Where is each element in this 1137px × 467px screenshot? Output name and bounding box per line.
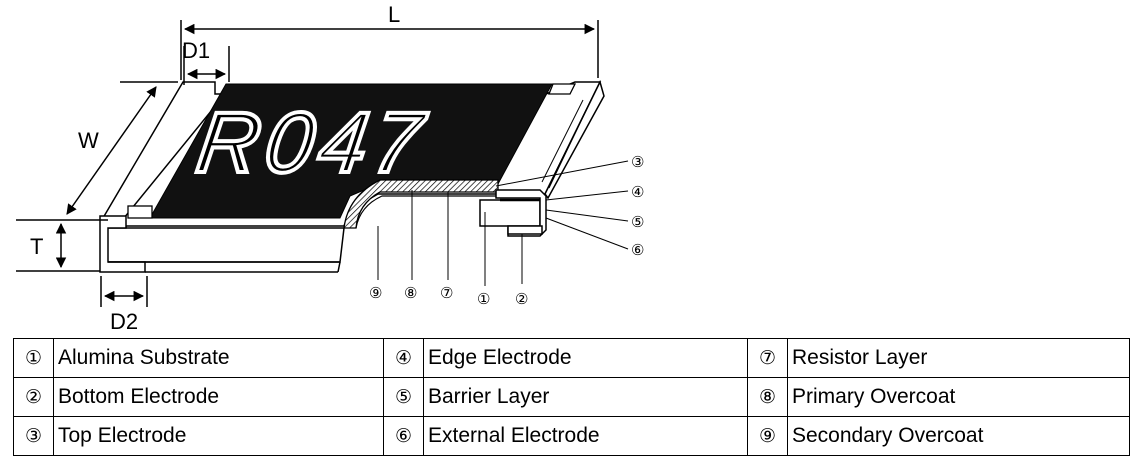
callout-9: ⑨ bbox=[369, 285, 382, 302]
legend-label: External Electrode bbox=[423, 416, 748, 456]
dim-label-W: W bbox=[78, 128, 99, 153]
dim-label-D1: D1 bbox=[182, 38, 210, 63]
legend-row: ① Alumina Substrate ④ Edge Electrode ⑦ R… bbox=[13, 338, 1130, 378]
legend-label: Top Electrode bbox=[53, 416, 384, 456]
dimension-T: T bbox=[16, 219, 108, 272]
dim-label-T: T bbox=[30, 234, 43, 259]
callout-8: ⑧ bbox=[404, 285, 417, 302]
bottom-electrode bbox=[507, 225, 543, 235]
legend-number: ⑦ bbox=[747, 338, 788, 378]
legend-number: ② bbox=[13, 377, 54, 417]
legend-number: ③ bbox=[13, 416, 54, 456]
resistor-marking: R047 bbox=[191, 95, 434, 191]
callout-4: ④ bbox=[631, 184, 644, 201]
legend-label: Resistor Layer bbox=[787, 338, 1130, 378]
callout-2: ② bbox=[515, 291, 528, 308]
dimension-D2: D2 bbox=[100, 276, 148, 330]
callout-7: ⑦ bbox=[440, 285, 453, 302]
right-electrode-tab bbox=[548, 83, 577, 95]
legend-number: ⑥ bbox=[383, 416, 424, 456]
dimension-L: L bbox=[180, 2, 599, 80]
callout-leaders bbox=[377, 160, 629, 286]
callout-5: ⑤ bbox=[631, 214, 644, 231]
legend-label: Primary Overcoat bbox=[787, 377, 1130, 417]
legend-table: ① Alumina Substrate ④ Edge Electrode ⑦ R… bbox=[13, 338, 1130, 456]
legend-number: ⑤ bbox=[383, 377, 424, 417]
legend-number: ④ bbox=[383, 338, 424, 378]
legend-number: ⑧ bbox=[747, 377, 788, 417]
dimension-W: W bbox=[66, 81, 178, 215]
left-electrode-tab bbox=[127, 205, 153, 219]
legend-label: Edge Electrode bbox=[423, 338, 748, 378]
callout-1: ① bbox=[477, 291, 490, 308]
dimension-D1: D1 bbox=[182, 38, 230, 85]
resistor-diagram: R047 L D1 W T bbox=[16, 2, 644, 330]
legend-label: Secondary Overcoat bbox=[787, 416, 1130, 456]
legend-number: ⑨ bbox=[747, 416, 788, 456]
front-face bbox=[102, 227, 345, 263]
overcoat-curve bbox=[343, 179, 499, 229]
right-side-face bbox=[544, 79, 605, 200]
callout-3: ③ bbox=[631, 154, 644, 171]
legend-number: ① bbox=[13, 338, 54, 378]
legend-label: Alumina Substrate bbox=[53, 338, 384, 378]
dim-label-L: L bbox=[388, 2, 400, 27]
chip-body: R047 bbox=[99, 79, 605, 273]
cross-section-substrate bbox=[479, 199, 541, 227]
dim-label-D2: D2 bbox=[110, 309, 138, 330]
legend-row: ③ Top Electrode ⑥ External Electrode ⑨ S… bbox=[13, 416, 1130, 456]
callouts: ③ ④ ⑤ ⑥ ⑨ ⑧ ⑦ ① ② bbox=[369, 154, 644, 308]
legend-row: ② Bottom Electrode ⑤ Barrier Layer ⑧ Pri… bbox=[13, 377, 1130, 417]
callout-6: ⑥ bbox=[631, 242, 644, 259]
legend-label: Barrier Layer bbox=[423, 377, 748, 417]
legend-label: Bottom Electrode bbox=[53, 377, 384, 417]
